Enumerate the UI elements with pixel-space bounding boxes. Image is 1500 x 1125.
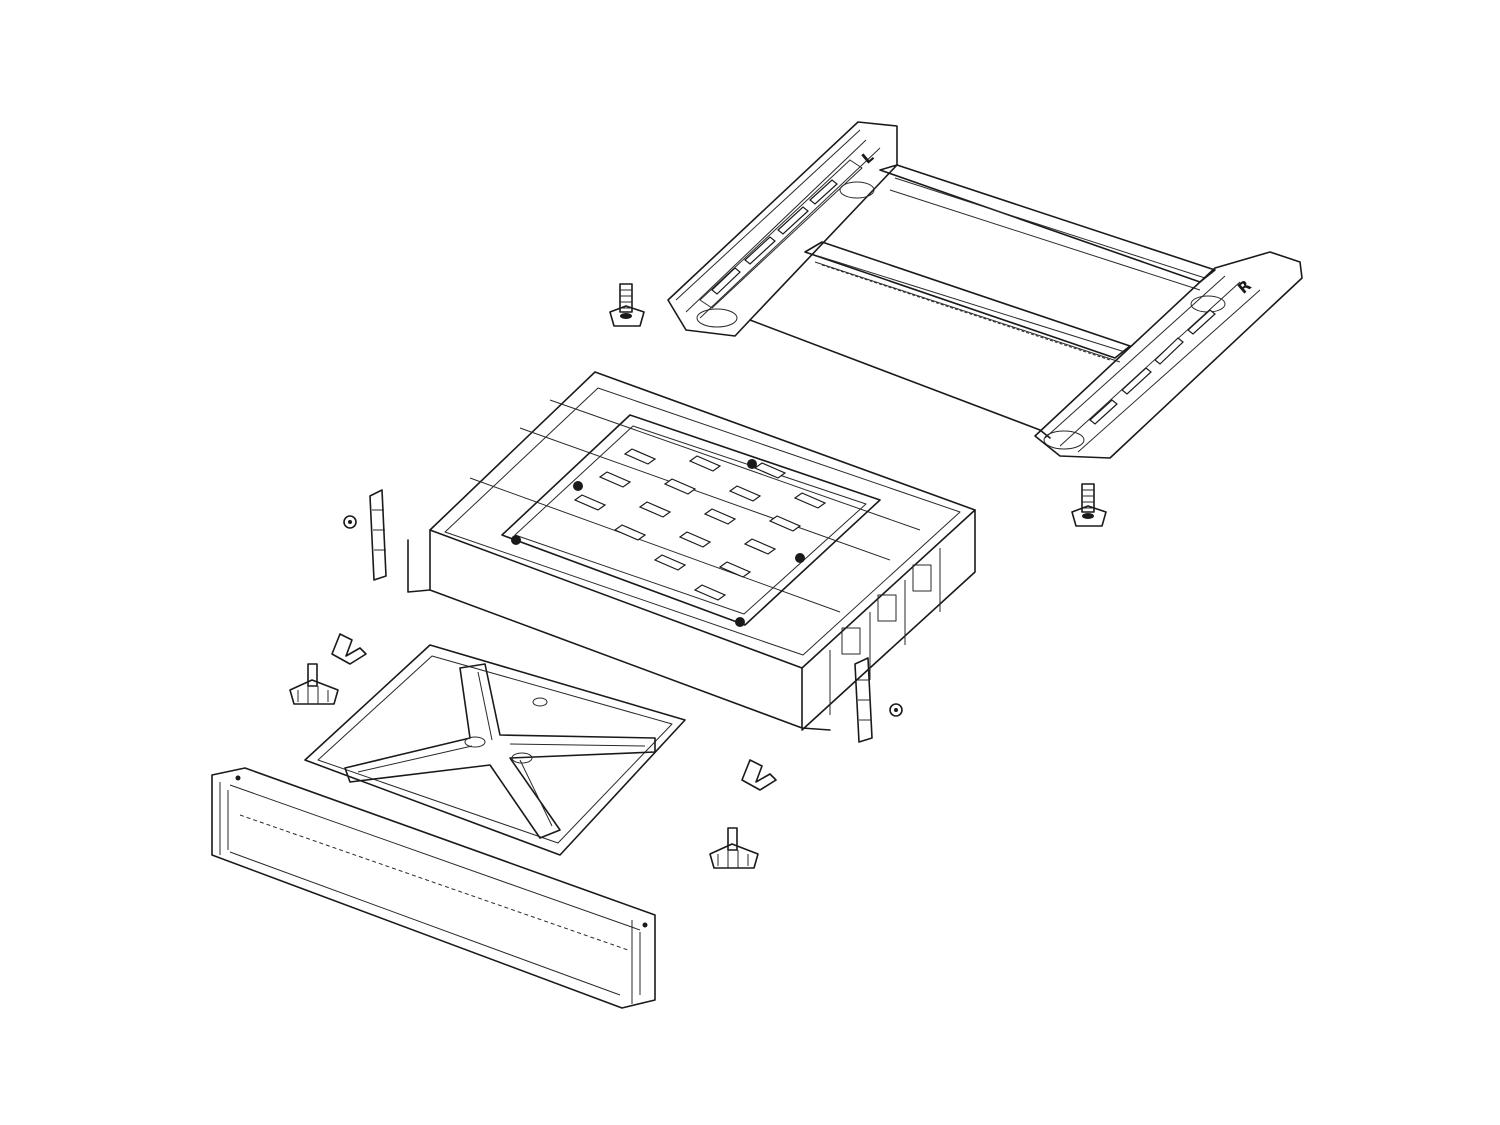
tray-slots: [573, 448, 827, 601]
frame-mark-left: L: [858, 147, 877, 167]
side-bracket-right: [854, 657, 873, 743]
leveling-foot-top-left: [609, 283, 645, 327]
bottom-cross-plate: [304, 644, 686, 856]
base-frame: L R: [667, 121, 1303, 459]
hinge-clip-left: [331, 633, 367, 665]
small-clip-right: [889, 703, 903, 717]
front-kick-panel: [211, 767, 656, 1009]
frame-mark-right: R: [1234, 276, 1255, 298]
leveling-foot-bottom-left: [289, 663, 339, 705]
leveling-foot-top-right: [1071, 483, 1107, 527]
chassis-tray: [407, 371, 976, 731]
hinge-clip-right: [741, 759, 777, 791]
small-clip-left: [343, 515, 357, 529]
leveling-foot-bottom-right: [709, 827, 759, 869]
side-bracket-left: [369, 489, 387, 581]
